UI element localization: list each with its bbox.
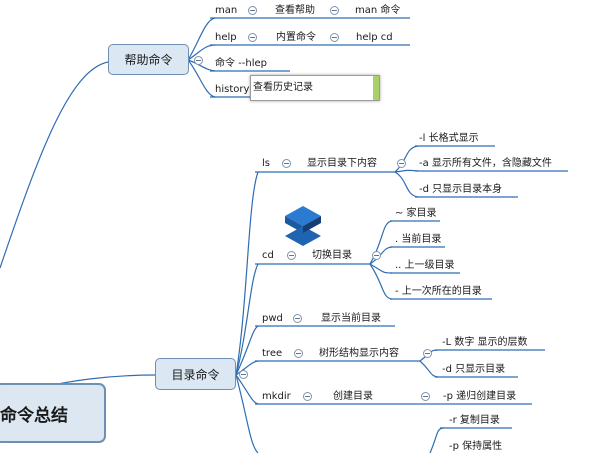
branch-line bbox=[369, 246, 393, 265]
cd-cmd: cd bbox=[262, 250, 274, 261]
collapse-icon[interactable] bbox=[239, 370, 248, 379]
collapse-icon[interactable] bbox=[294, 349, 303, 358]
root-label: 命令总结 bbox=[0, 405, 68, 426]
branch-line bbox=[394, 171, 419, 198]
branch-line bbox=[235, 374, 259, 405]
cd-opt-current: . 当前目录 bbox=[395, 234, 442, 245]
collapse-icon[interactable] bbox=[293, 314, 302, 323]
help-cmd-hlep: 命令 --hlep bbox=[215, 58, 268, 69]
dir-node[interactable]: 目录命令 bbox=[155, 358, 236, 390]
branch-line bbox=[419, 360, 439, 378]
cp-opt-p: -p 保持属性 bbox=[449, 441, 503, 452]
pwd-cmd: pwd bbox=[262, 313, 283, 324]
collapse-icon[interactable] bbox=[330, 6, 339, 15]
pwd-desc: 显示当前目录 bbox=[321, 313, 381, 324]
tree-desc: 树形结构显示内容 bbox=[319, 348, 399, 359]
cd-opt-previous: - 上一次所在的目录 bbox=[395, 286, 482, 297]
branch-line bbox=[235, 374, 259, 453]
mkdir-cmd: mkdir bbox=[262, 391, 291, 402]
branch-line bbox=[369, 263, 393, 300]
help-cmd-help: help bbox=[215, 32, 237, 43]
branch-line bbox=[235, 263, 259, 376]
cd-desc: 切换目录 bbox=[312, 250, 352, 261]
tree-opt-d: -d 只显示目录 bbox=[442, 364, 506, 375]
collapse-icon[interactable] bbox=[248, 33, 257, 42]
branch-line bbox=[235, 325, 259, 376]
collapse-icon[interactable] bbox=[372, 251, 381, 260]
collapse-icon[interactable] bbox=[397, 159, 406, 168]
tree-opt-L: -L 数字 显示的层数 bbox=[442, 337, 528, 348]
branch-line bbox=[187, 59, 216, 98]
ls-opt-d: -d 只显示目录本身 bbox=[419, 184, 503, 195]
cd-opt-home: ~ 家目录 bbox=[395, 208, 437, 219]
branch-line bbox=[235, 171, 259, 376]
collapse-icon[interactable] bbox=[248, 6, 257, 15]
history-edit-text[interactable]: 查看历史记录 bbox=[253, 82, 313, 93]
help-node-label: 帮助命令 bbox=[124, 53, 173, 67]
mkdir-opt-p: -p 递归创建目录 bbox=[443, 391, 517, 402]
ls-opt-a: -a 显示所有文件，含隐藏文件 bbox=[419, 158, 552, 169]
ls-opt-l: -l 长格式显示 bbox=[419, 133, 479, 144]
collapse-icon[interactable] bbox=[287, 251, 296, 260]
dir-node-label: 目录命令 bbox=[171, 367, 220, 382]
collapse-icon[interactable] bbox=[423, 349, 432, 358]
ls-cmd: ls bbox=[262, 158, 270, 169]
branch-line bbox=[187, 17, 216, 61]
collapse-icon[interactable] bbox=[303, 392, 312, 401]
s-logo-icon bbox=[285, 206, 321, 246]
branch-line bbox=[369, 263, 393, 274]
edit-handle[interactable] bbox=[373, 76, 379, 100]
help-desc-help: 内置命令 bbox=[276, 32, 316, 43]
collapse-icon[interactable] bbox=[282, 159, 291, 168]
branch-line bbox=[394, 169, 419, 173]
branch-line bbox=[0, 61, 109, 269]
mkdir-desc: 创建目录 bbox=[333, 391, 373, 402]
collapse-icon[interactable] bbox=[194, 56, 203, 65]
ls-desc: 显示目录下内容 bbox=[307, 158, 377, 169]
history-edit-field[interactable]: 查看历史记录 bbox=[250, 75, 380, 101]
cp-opt-r: -r 复制目录 bbox=[449, 415, 500, 426]
cd-opt-parent: .. 上一级目录 bbox=[395, 260, 455, 271]
help-desc-man: 查看帮助 bbox=[275, 5, 315, 16]
collapse-icon[interactable] bbox=[330, 33, 339, 42]
help-extra-help: help cd bbox=[356, 32, 393, 43]
root-node[interactable]: 命令总结 bbox=[0, 383, 106, 443]
help-extra-man: man 命令 bbox=[355, 5, 401, 16]
branch-line bbox=[394, 145, 419, 173]
help-node[interactable]: 帮助命令 bbox=[108, 44, 189, 75]
tree-cmd: tree bbox=[262, 348, 283, 359]
branch-line bbox=[429, 427, 445, 453]
collapse-icon[interactable] bbox=[421, 392, 430, 401]
help-cmd-man: man bbox=[215, 5, 238, 16]
help-cmd-history: history bbox=[215, 84, 250, 95]
